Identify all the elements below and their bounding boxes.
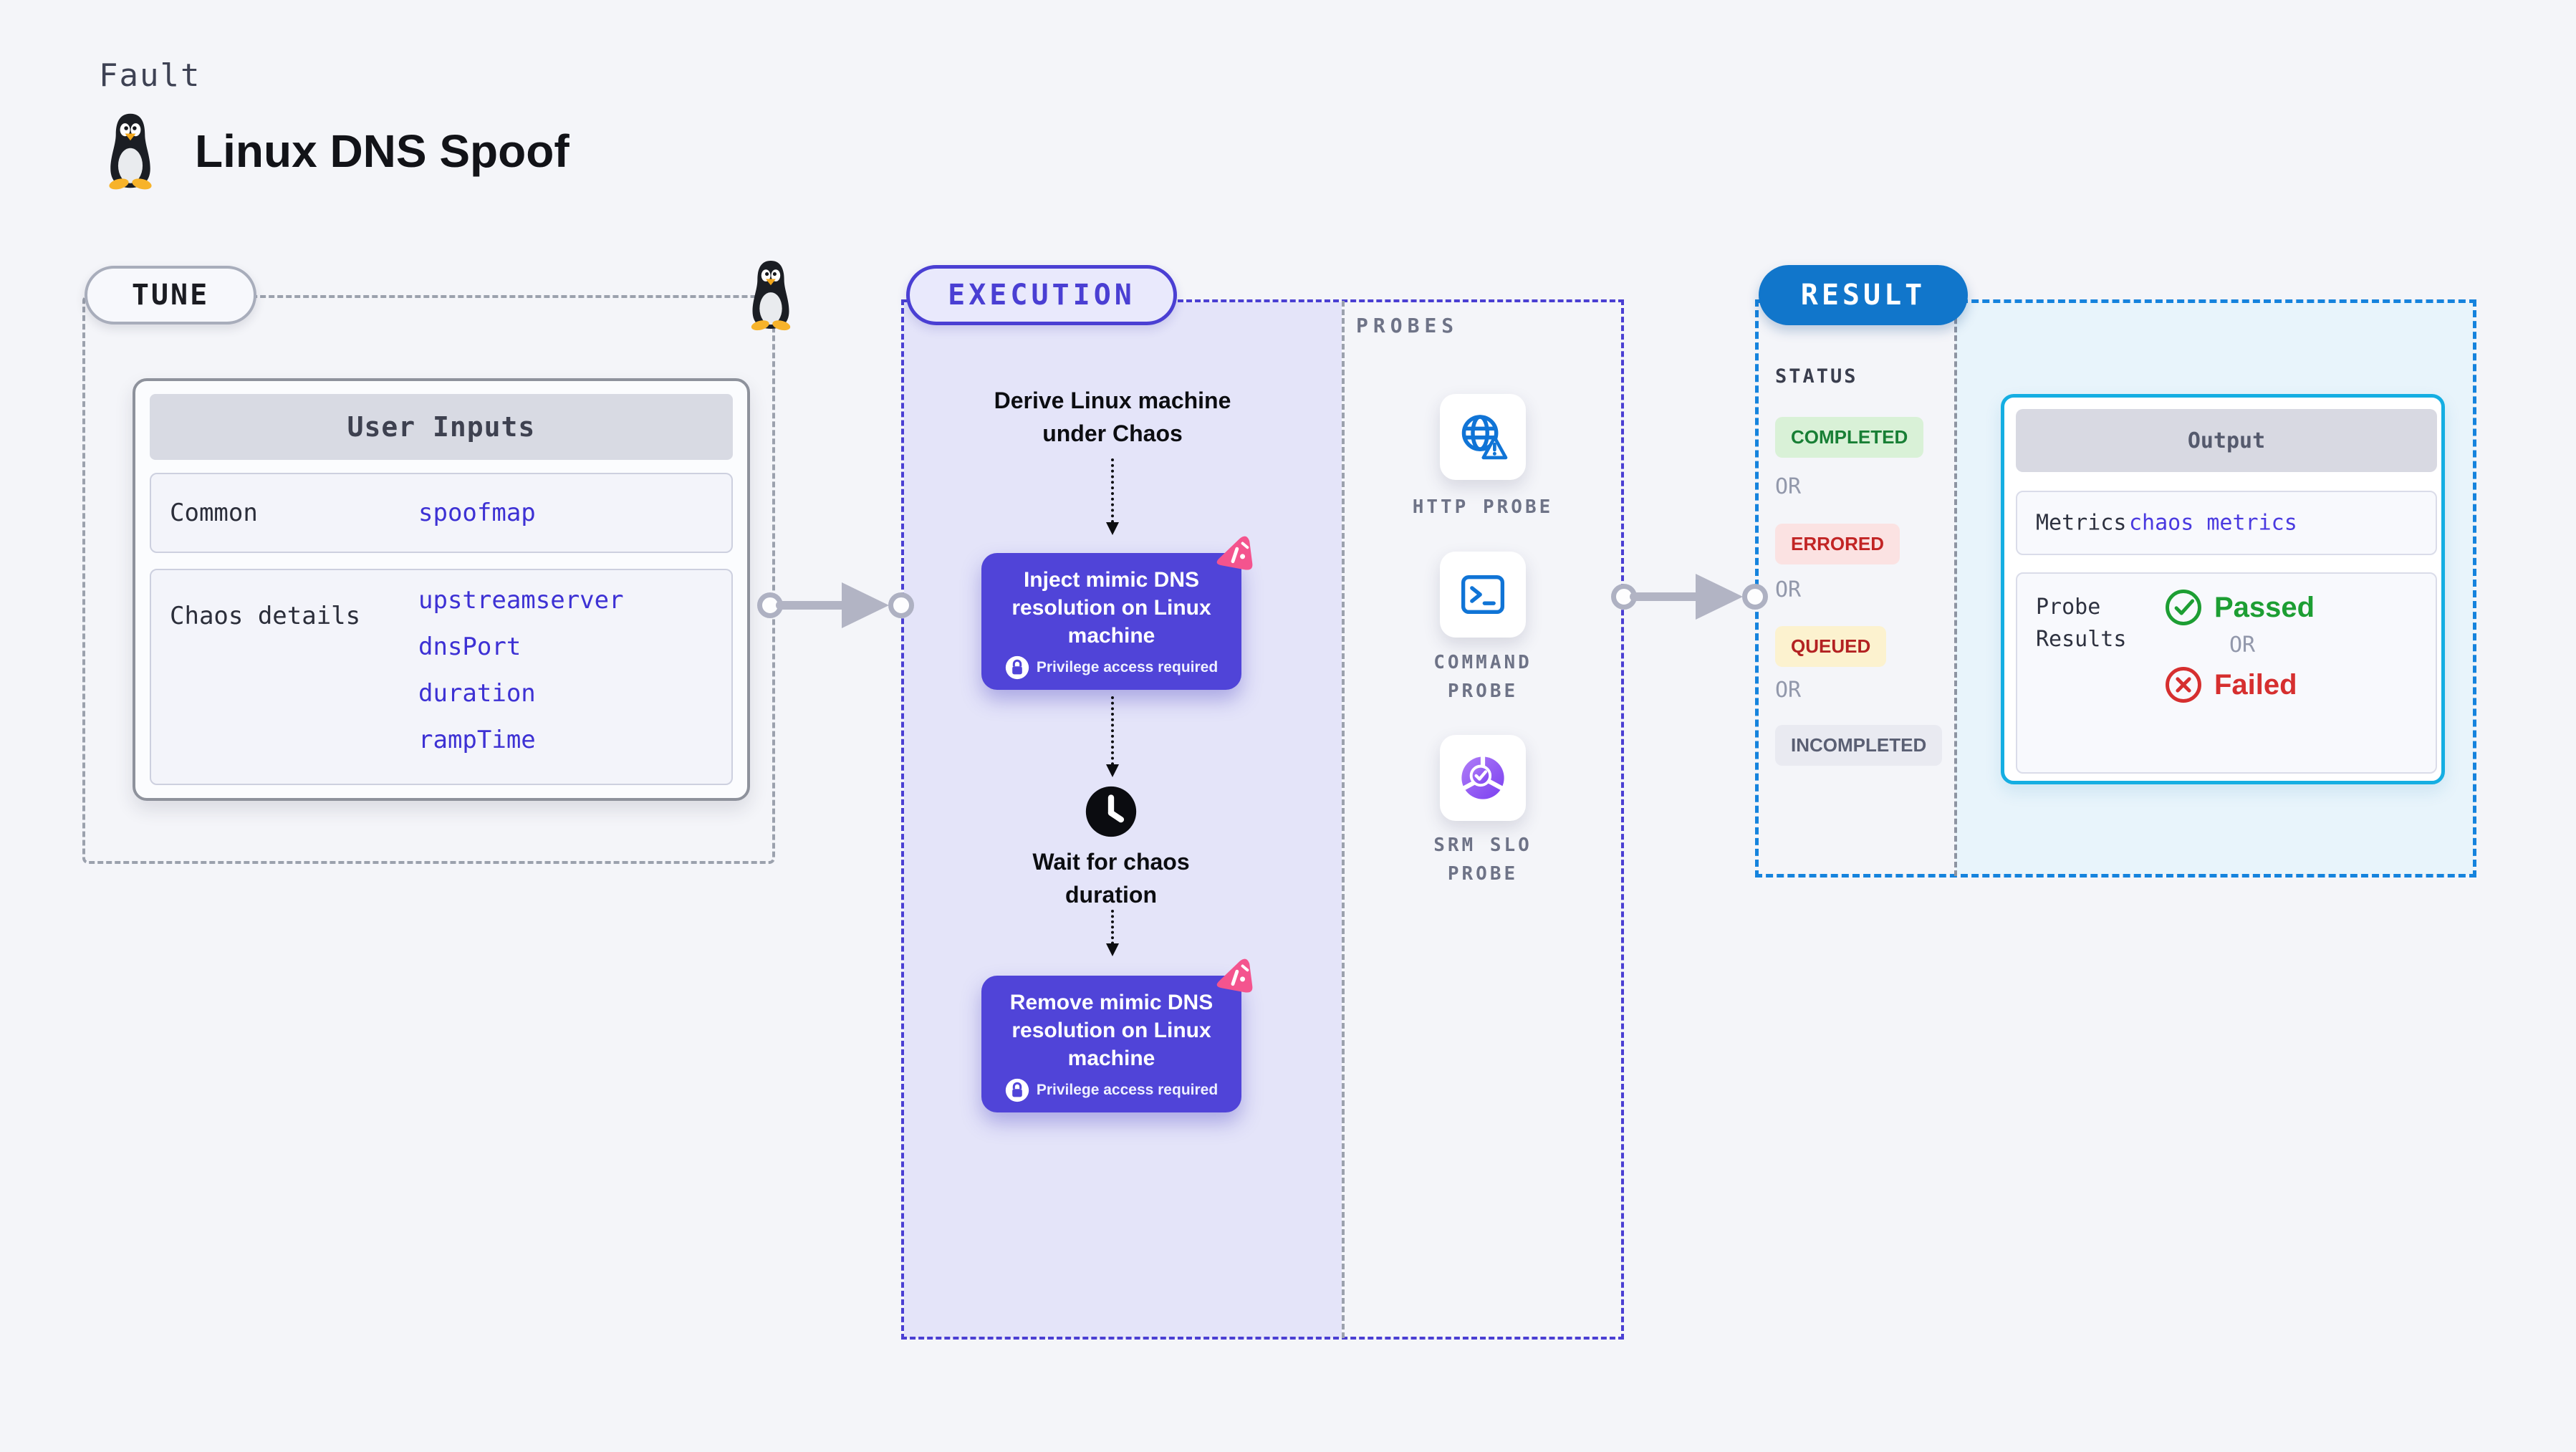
flow-down-arrow (1106, 910, 1119, 956)
globe-alert-icon (1461, 415, 1508, 460)
connector-node (888, 592, 914, 618)
privilege-note: Privilege access required (990, 655, 1233, 680)
tux-linux-icon-small (750, 260, 792, 331)
row-value: rampTime (418, 726, 536, 754)
inject-step-text: Inject mimic DNS resolution on Linux mac… (1011, 568, 1211, 648)
srm-slo-probe-card (1440, 735, 1526, 821)
table-row-common: Common spoofmap (150, 473, 733, 553)
metrics-row: Metrics chaos metrics (2016, 491, 2437, 555)
or-separator: OR (1775, 678, 1802, 703)
probe-results-row: Probe Results Passed OR Failed (2016, 572, 2437, 774)
remove-step-card: Remove mimic DNS resolution on Linux mac… (981, 976, 1241, 1112)
arrow-shaft (1630, 592, 1701, 601)
failed-result: Failed (2164, 665, 2297, 704)
metrics-value: chaos metrics (2129, 510, 2297, 536)
metrics-label: Metrics (2036, 510, 2127, 536)
chaos-paw-icon (1211, 532, 1255, 576)
tune-section-outline (82, 295, 775, 864)
or-separator: OR (1775, 577, 1802, 602)
http-probe-card (1440, 394, 1526, 480)
row-value: spoofmap (418, 499, 536, 527)
check-circle-icon (2166, 590, 2201, 625)
row-value: duration (418, 679, 536, 708)
status-label: STATUS (1775, 365, 1858, 388)
remove-step-text: Remove mimic DNS resolution on Linux mac… (1009, 991, 1213, 1070)
command-probe-label: COMMAND PROBE (1433, 652, 1532, 703)
output-header: Output (2016, 409, 2437, 472)
srm-slo-probe-label: SRM SLO PROBE (1433, 835, 1532, 885)
status-badge-completed: COMPLETED (1775, 417, 1924, 458)
arrow-head (842, 582, 889, 628)
status-badge-queued: QUEUED (1775, 626, 1887, 667)
arrow-right-connector (1611, 574, 1768, 620)
output-card: Output Metrics chaos metrics Probe Resul… (2001, 394, 2445, 784)
connector-node (1742, 584, 1768, 610)
status-divider-line (1954, 301, 1957, 876)
privilege-note: Privilege access required (990, 1078, 1233, 1102)
inject-step-card: Inject mimic DNS resolution on Linux mac… (981, 553, 1241, 690)
fault-kicker: Fault (99, 57, 201, 94)
x-circle-icon (2166, 667, 2201, 703)
status-badge-errored: ERRORED (1775, 524, 1900, 564)
user-inputs-header: User Inputs (150, 394, 733, 460)
failed-text: Failed (2214, 668, 2297, 701)
probes-label: PROBES (1356, 314, 1459, 337)
lock-icon (1005, 655, 1029, 680)
row-value: dnsPort (418, 633, 522, 661)
passed-result: Passed (2164, 588, 2315, 627)
user-inputs-table: User Inputs Common spoofmap Chaos detail… (133, 378, 750, 801)
derive-step-text: Derive Linux machine under Chaos (994, 388, 1231, 447)
probes-divider-line (1342, 301, 1345, 1338)
slo-donut-check-icon (1461, 754, 1505, 799)
result-pill: RESULT (1759, 265, 1968, 325)
execution-section-outline (901, 299, 1624, 1340)
privilege-note-text: Privilege access required (1036, 659, 1219, 675)
tux-linux-icon (107, 113, 153, 191)
wait-step-text: Wait for chaos duration (1032, 849, 1190, 908)
probe-results-label: Probe Results (2036, 595, 2127, 652)
status-badge-incompleted: INCOMPLETED (1775, 725, 1943, 766)
arrow-shaft (776, 601, 847, 610)
passed-text: Passed (2214, 591, 2315, 623)
terminal-icon (1461, 575, 1505, 614)
row-value: upstreamserver (418, 586, 624, 615)
clock-icon (1085, 786, 1137, 837)
privilege-note-text: Privilege access required (1036, 1082, 1219, 1098)
row-label: Common (170, 499, 258, 527)
or-separator: OR (2229, 633, 2256, 658)
execution-pill: EXECUTION (906, 265, 1177, 325)
page-title: Linux DNS Spoof (195, 125, 569, 177)
arrow-head (1696, 574, 1743, 620)
lock-icon (1005, 1078, 1029, 1102)
chaos-paw-icon (1211, 954, 1255, 999)
table-row-chaos-details: Chaos details upstreamserver dnsPort dur… (150, 569, 733, 785)
arrow-right-connector (757, 582, 914, 628)
flow-down-arrow (1106, 458, 1119, 535)
tune-pill: TUNE (85, 266, 256, 324)
flow-down-arrow (1106, 696, 1119, 777)
or-separator: OR (1775, 474, 1802, 499)
http-probe-label: HTTP PROBE (1412, 496, 1554, 518)
command-probe-card (1440, 552, 1526, 638)
row-label: Chaos details (170, 602, 361, 630)
